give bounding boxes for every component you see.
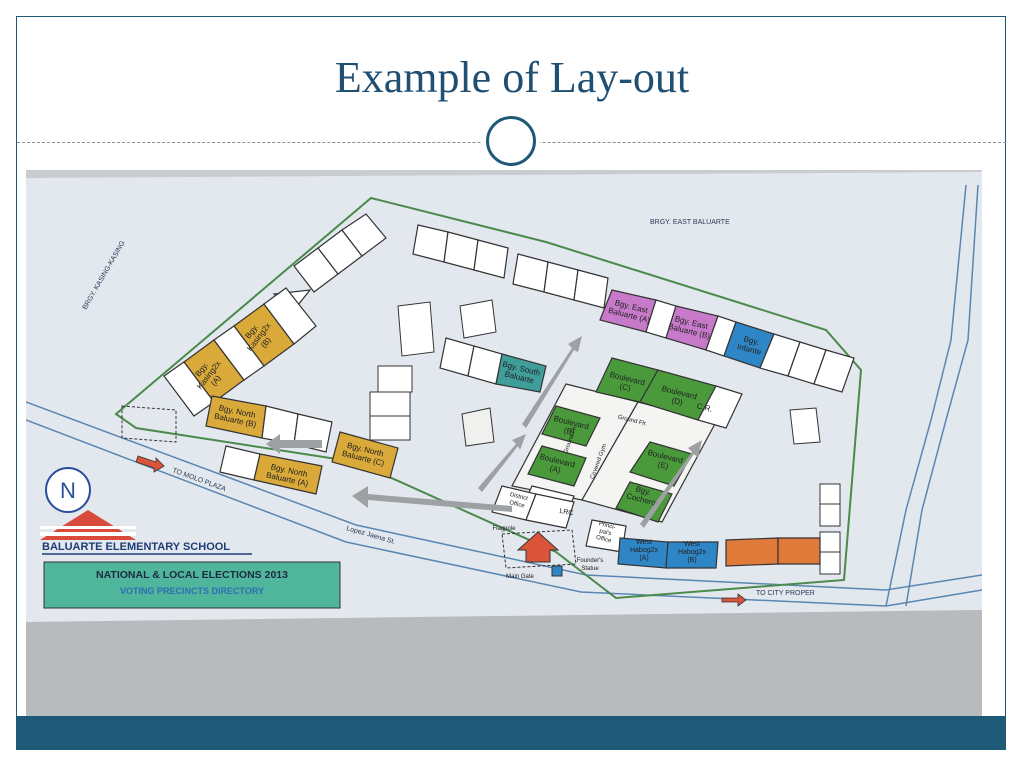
facility-founders-line2: Statue (581, 566, 599, 572)
precinct-habog-b-line2: Habog2x (678, 549, 707, 556)
precinct-habog-a-line3: (A) (639, 555, 648, 562)
school-logo-icon (40, 510, 136, 540)
precinct-boulevard-d-line2: (D) (671, 396, 684, 408)
precinct-boulevard-b-line2: (B) (563, 426, 576, 437)
school-name: BALUARTE ELEMENTARY SCHOOL (42, 541, 230, 553)
precinct-boulevard-e-line2: (E) (657, 460, 670, 471)
neighbor-east: BRGY. EAST BALUARTE (650, 219, 730, 226)
layout-map-photo: Bgy.Kasing2x(A) Bgy.Kasing2x(B) Bgy. Nor… (26, 170, 982, 716)
facility-cr: C.R. (696, 401, 714, 414)
svg-text:DistrictOffice: DistrictOffice (507, 492, 528, 510)
facility-district-office-line1: District (509, 492, 529, 502)
facility-principal-line1: Princi- (598, 521, 616, 531)
facility-flagpole: Flagpole (492, 526, 516, 532)
precinct-boulevard-c-line2: (C) (619, 382, 632, 394)
facility-founders-line1: Founder's (577, 558, 604, 564)
directory-title: NATIONAL & LOCAL ELECTIONS 2013 (96, 569, 288, 581)
precinct-cochero-line1: Bgy. (635, 484, 652, 496)
slide-title: Example of Lay-out (334, 53, 690, 102)
directory-subtitle: VOTING PRECINCTS DIRECTORY (120, 586, 264, 596)
facility-lrc: LRC (559, 508, 574, 517)
precinct-habog-a-line1: West (636, 539, 652, 546)
facility-district-office-line2: Office (509, 500, 526, 510)
precinct-habog-b-line1: West (684, 541, 700, 548)
precinct-infante-line1: Bgy. (743, 334, 760, 346)
direction-city: TO CITY PROPER (756, 590, 815, 597)
svg-text:Princi-pal'sOffice: Princi-pal'sOffice (595, 521, 616, 545)
slide-footer-bar (17, 716, 1006, 750)
facility-main-gate: Main Gate (506, 574, 534, 580)
precinct-habog-a-line2: Habog2x (630, 547, 659, 554)
precinct-boulevard-a-line2: (A) (549, 464, 562, 475)
facility-principal-line3: Office (595, 535, 612, 545)
compass-label: N (60, 478, 76, 503)
layout-map: Bgy.Kasing2x(A) Bgy.Kasing2x(B) Bgy. Nor… (26, 170, 982, 716)
facility-principal-line2: pal's (599, 529, 612, 538)
precinct-habog-b-line3: (B) (687, 557, 696, 564)
divider-ornament (484, 114, 538, 168)
